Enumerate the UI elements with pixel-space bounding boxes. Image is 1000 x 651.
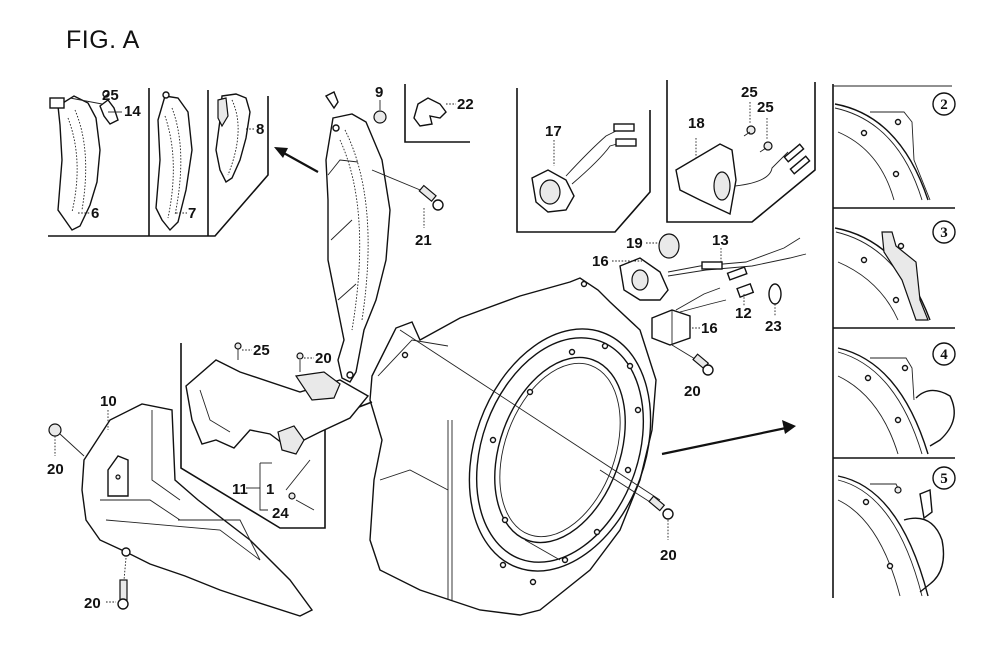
- callout-1: 1: [266, 481, 274, 498]
- part-20-bolt: 20: [599, 469, 677, 564]
- variant-badge: [932, 92, 956, 116]
- variant-5: 5: [837, 466, 956, 597]
- part-20-bolt-bottom: 20: [84, 557, 129, 612]
- callout-17: 17: [545, 123, 562, 140]
- callout-20: 20: [47, 461, 64, 478]
- part-10-cover: 10: [81, 393, 314, 617]
- part-6-cover: [49, 95, 101, 231]
- callout-23: 23: [765, 318, 782, 335]
- figure-title: FIG. A: [66, 26, 140, 54]
- callout-20: 20: [660, 547, 677, 564]
- callout-25: 25: [757, 99, 774, 116]
- callout-18: 18: [688, 115, 705, 132]
- variant-badge: [932, 466, 956, 490]
- callout-14: 14: [124, 103, 141, 120]
- inset-panel-unit-18: 18 25 25: [666, 80, 816, 223]
- callout-10: 10: [100, 393, 117, 410]
- inset-frame: [48, 96, 269, 237]
- pointer-arrow-to-inset: [274, 147, 319, 173]
- callout-12: 12: [735, 305, 752, 322]
- callout-8: 8: [256, 121, 264, 138]
- variant-badge: [932, 220, 956, 244]
- part-9-nut: 9: [373, 84, 387, 124]
- variant-number: 2: [940, 97, 948, 113]
- part-20-bolt-left: 20: [47, 423, 85, 478]
- inset-panel-bracket: 25 20 11 1 24: [180, 342, 373, 529]
- callout-20: 20: [315, 350, 332, 367]
- callout-20: 20: [684, 383, 701, 400]
- housing-bolt-holes: [401, 280, 642, 586]
- inset-panel-switch-17: 17: [516, 88, 651, 233]
- callout-11: 11: [232, 481, 248, 498]
- callout-25: 25: [253, 342, 270, 359]
- inset-panel-clip: 22: [404, 84, 474, 143]
- part-7-cover: [155, 91, 193, 232]
- callout-25: 25: [741, 84, 758, 101]
- callout-24: 24: [272, 505, 289, 522]
- callout-6: 6: [91, 205, 99, 222]
- callout-13: 13: [712, 232, 729, 249]
- part-8-cover: [215, 93, 251, 184]
- callout-21: 21: [415, 232, 432, 249]
- wiring-assembly: 19 16 13 12 23 16 2: [592, 232, 807, 400]
- callout-20: 20: [84, 595, 101, 612]
- part-fan-shroud-upper: [324, 91, 391, 383]
- callout-25: 25: [102, 87, 119, 104]
- variant-number: 5: [940, 471, 948, 487]
- part-21-bolt: 21: [371, 169, 444, 249]
- inset-panel-fan-covers: 25 14 6 7 8: [48, 87, 269, 237]
- callout-19: 19: [626, 235, 643, 252]
- variants-column: 2 3: [832, 84, 956, 598]
- callout-16: 16: [592, 253, 609, 270]
- callout-7: 7: [188, 205, 196, 222]
- callout-9: 9: [375, 84, 383, 101]
- variant-2: 2: [833, 85, 956, 201]
- variant-number: 4: [940, 347, 948, 363]
- variant-4: 4: [837, 342, 956, 455]
- callout-22: 22: [457, 96, 474, 113]
- callout-16: 16: [701, 320, 718, 337]
- variant-3: 3: [834, 220, 956, 321]
- variant-number: 3: [940, 225, 948, 241]
- part-blower-housing: [369, 277, 661, 616]
- pointer-arrow-to-variants: [661, 420, 796, 456]
- variant-badge: [932, 342, 956, 366]
